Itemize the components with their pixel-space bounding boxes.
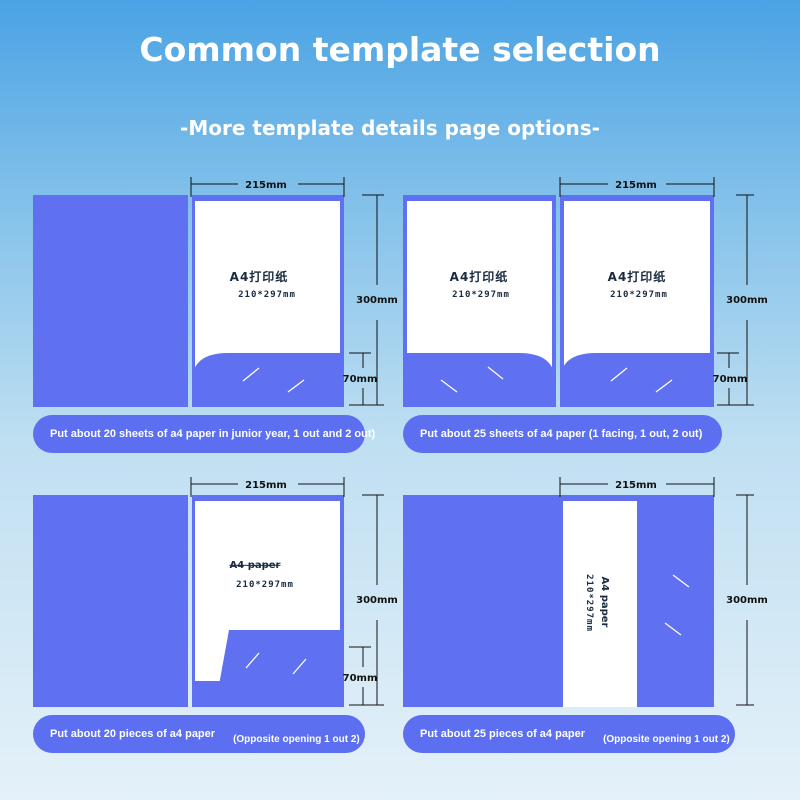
caption-pill: Put about 25 pieces of a4 paper (Opposite…	[403, 715, 735, 753]
paper-title: A4打印纸	[230, 269, 289, 284]
folder-left-cover	[33, 195, 188, 407]
folder-left-cover	[33, 495, 188, 707]
card-slot-2	[287, 379, 305, 393]
a4-paper-sheet-left	[407, 201, 552, 381]
height-label: 300mm	[356, 295, 398, 306]
page-title: Common template selection	[139, 30, 661, 69]
a4-paper-sheet-vertical	[563, 501, 637, 707]
pocket-dimension	[717, 352, 739, 406]
folder-pocket	[192, 353, 344, 407]
paper-size: 210*297mm	[238, 290, 296, 300]
caption-text: Put about 20 pieces of a4 paper	[50, 728, 216, 740]
pocket-label: 70mm	[713, 374, 748, 385]
folder-diagram-1: A4打印纸 210*297mm 215mm 300mm 70mm	[33, 177, 398, 407]
pocket-dimension	[349, 352, 371, 406]
width-label: 215mm	[245, 480, 287, 491]
template-panel-3: A4 paper 210*297mm 215mm 300mm 70mm Put …	[33, 475, 403, 753]
caption-pill: Put about 20 sheets of a4 paper in junio…	[33, 415, 375, 453]
width-label: 215mm	[615, 180, 657, 191]
width-dimension	[190, 477, 345, 497]
folder-pocket-diagonal	[215, 630, 344, 707]
card-slot-4	[655, 379, 673, 393]
folder-diagram-2: A4打印纸 210*297mm A4打印纸 210*297mm 215mm 30…	[403, 177, 768, 407]
caption-pill: Put about 20 pieces of a4 paper (Opposite…	[33, 715, 365, 753]
caption-pill: Put about 25 sheets of a4 paper (1 facin…	[403, 415, 722, 453]
template-panel-2: A4打印纸 210*297mm A4打印纸 210*297mm 215mm 30…	[403, 175, 773, 453]
card-slot-2	[664, 622, 682, 636]
card-slot-1	[672, 574, 690, 588]
caption-text: Put about 25 pieces of a4 paper	[420, 728, 586, 740]
paper-title-left: A4打印纸	[450, 269, 509, 284]
card-slot-2	[487, 366, 504, 380]
card-slot-1	[440, 379, 458, 393]
template-panel-1: A4打印纸 210*297mm 215mm 300mm 70mm Put abo…	[33, 175, 403, 453]
folder-diagram-4: A4 paper 210*297mm 215mm 300mm	[403, 477, 768, 707]
paper-size: 210*297mm	[584, 574, 594, 632]
caption-text: Put about 20 sheets of a4 paper in junio…	[50, 428, 376, 440]
folder-diagram-3: A4 paper 210*297mm 215mm 300mm 70mm	[33, 477, 398, 707]
width-label: 215mm	[615, 480, 657, 491]
paper-title-right: A4打印纸	[608, 269, 667, 284]
height-dimension	[736, 494, 754, 706]
width-dimension	[559, 177, 715, 197]
pocket-label: 70mm	[343, 673, 378, 684]
height-label: 300mm	[726, 295, 768, 306]
template-panel-4: A4 paper 210*297mm 215mm 300mm Put about…	[403, 475, 773, 753]
card-slot-1	[245, 652, 260, 669]
paper-size-left: 210*297mm	[452, 290, 510, 300]
paper-size-right: 210*297mm	[610, 290, 668, 300]
caption-extra: (Opposite opening 1 out 2)	[233, 734, 360, 745]
folder-pocket-right	[560, 353, 714, 407]
pocket-dimension	[349, 646, 371, 706]
pocket-label: 70mm	[343, 374, 378, 385]
height-label: 300mm	[356, 595, 398, 606]
a4-paper-sheet-right	[564, 201, 710, 381]
folder-cover	[403, 495, 714, 707]
paper-title: A4 paper	[230, 560, 281, 571]
card-slot-3	[610, 367, 628, 382]
card-slot-1	[242, 367, 260, 382]
card-slot-2	[292, 658, 307, 675]
page-subtitle: -More template details page options-	[180, 116, 600, 140]
paper-size: 210*297mm	[236, 580, 294, 590]
height-label: 300mm	[726, 595, 768, 606]
width-dimension	[559, 477, 715, 497]
width-dimension	[190, 177, 345, 197]
folder-pocket-left	[403, 353, 555, 407]
a4-paper-sheet	[195, 201, 340, 381]
caption-extra: (Opposite opening 1 out 2)	[603, 734, 730, 745]
width-label: 215mm	[245, 180, 287, 191]
caption-text: Put about 25 sheets of a4 paper (1 facin…	[420, 428, 703, 440]
paper-title: A4 paper	[599, 577, 610, 628]
